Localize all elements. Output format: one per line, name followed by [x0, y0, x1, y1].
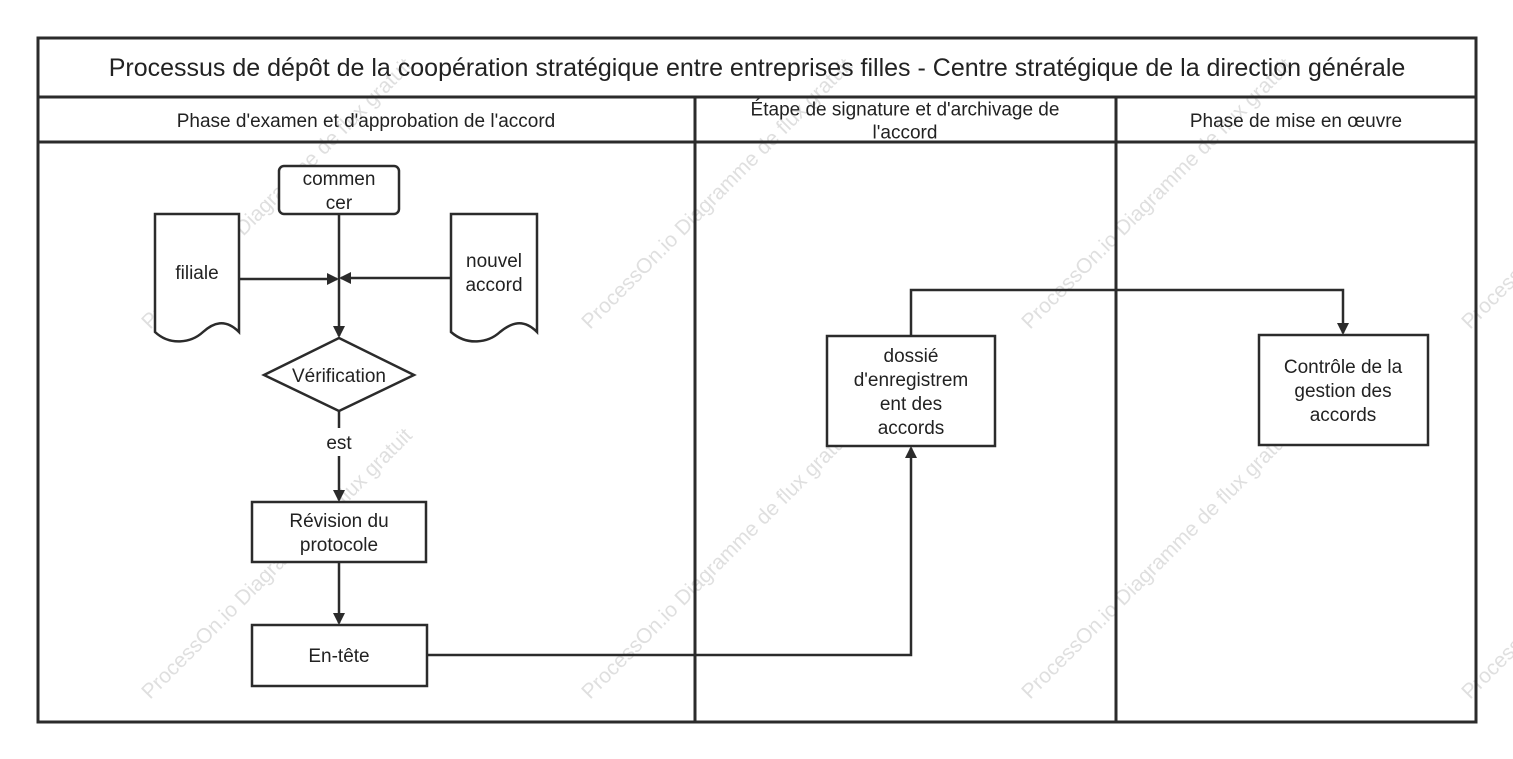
en-tete-label: En-tête	[308, 646, 369, 667]
dossier-label-line: accords	[878, 418, 945, 439]
lane-header-signature-line: l'accord	[873, 123, 938, 144]
dossier-label-line: ent des	[880, 394, 942, 415]
lane-header-signature-line: Étape de signature et d'archivage de	[751, 100, 1060, 121]
dossier-label: dossié d'enregistrem ent des accords	[854, 346, 969, 439]
revision-label-line: protocole	[300, 535, 378, 556]
lane-header-implementation: Phase de mise en œuvre	[1190, 111, 1402, 132]
nouvel-accord-label: nouvel accord	[465, 251, 522, 296]
controle-shape	[1257, 333, 1430, 447]
verification-label: Vérification	[292, 366, 386, 387]
node-controle: Contrôle de la gestion des accords	[1257, 333, 1430, 447]
diagram-title: Processus de dépôt de la coopération str…	[109, 54, 1406, 82]
watermark-text: ProcessOn.io Diagramme de flux gratuit	[577, 424, 857, 704]
swimlane-frame	[36, 36, 1478, 724]
revision-shape	[250, 500, 428, 564]
controle-label: Contrôle de la gestion des accords	[1284, 357, 1403, 426]
verification-diamond-shape	[261, 336, 417, 413]
nouvel-accord-document-shape	[449, 212, 539, 343]
edge-en-tete-dossier	[427, 446, 917, 657]
lane-header-review-line: Phase d'examen et d'approbation de l'acc…	[177, 111, 555, 132]
start-shape	[277, 164, 401, 216]
en-tete-label-line: En-tête	[308, 646, 369, 667]
watermark-text: ProcessOn.io Diagramme de flux gratuit	[1457, 424, 1513, 704]
watermark-text: ProcessOn.io Diagramme de flux gratuit	[1017, 424, 1297, 704]
revision-label: Révision du protocole	[289, 511, 388, 556]
node-start: commen cer	[277, 164, 401, 216]
controle-label-line: Contrôle de la	[1284, 357, 1403, 378]
node-en-tete: En-tête	[250, 623, 429, 688]
start-label: commen cer	[303, 169, 376, 214]
verification-label-line: Vérification	[292, 366, 386, 387]
nouvel-accord-label-line: accord	[465, 275, 522, 296]
filiale-label: filiale	[175, 263, 218, 284]
lane-header-review: Phase d'examen et d'approbation de l'acc…	[177, 111, 555, 132]
controle-label-line: accords	[1310, 405, 1377, 426]
edge-dossier-controle	[909, 288, 1349, 336]
node-verification: Vérification	[261, 336, 417, 413]
filiale-label-line: filiale	[175, 263, 218, 284]
node-revision: Révision du protocole	[250, 500, 428, 564]
filiale-document-shape	[153, 212, 241, 343]
connectors	[239, 214, 1349, 657]
node-filiale: filiale	[153, 212, 241, 343]
revision-label-line: Révision du	[289, 511, 388, 532]
nouvel-accord-label-line: nouvel	[466, 251, 522, 272]
edge-label-est: est	[326, 433, 352, 454]
controle-label-line: gestion des	[1294, 381, 1391, 402]
node-dossier: dossié d'enregistrem ent des accords	[825, 334, 997, 448]
dossier-label-line: d'enregistrem	[854, 370, 969, 391]
lane-header-implementation-line: Phase de mise en œuvre	[1190, 111, 1402, 132]
dossier-shape	[825, 334, 997, 448]
en-tete-shape	[250, 623, 429, 688]
node-nouvel-accord: nouvel accord	[449, 212, 539, 343]
start-label-line: commen	[303, 169, 376, 190]
outer-border	[36, 36, 1478, 724]
dossier-label-line: dossié	[884, 346, 939, 367]
start-label-line: cer	[326, 193, 353, 214]
